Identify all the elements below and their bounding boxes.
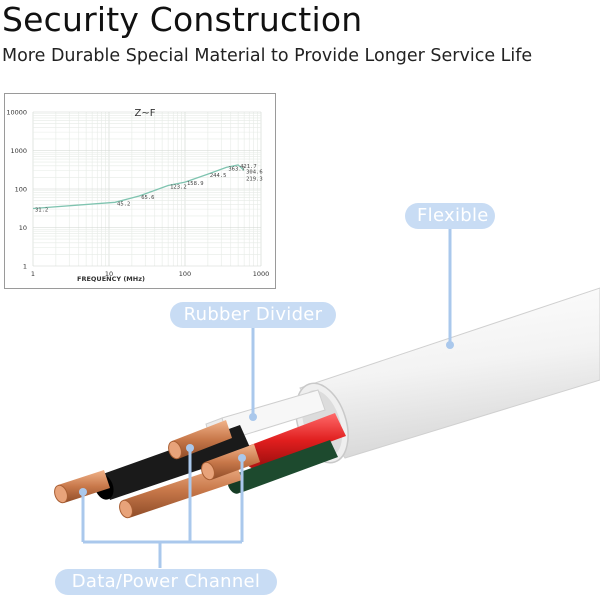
impedance-chart: Z~F 10000 1000 100 10 1 1 10 100 1000 FREQUENCY… xyxy=(4,93,276,289)
chart-x-axis-label: FREQUENCY (MHz) xyxy=(77,275,145,283)
page-subtitle: More Durable Special Material to Provide… xyxy=(2,46,533,66)
chart-data-label: 123.2 xyxy=(170,185,187,191)
chart-grid-horizontal xyxy=(33,111,261,267)
chart-y-ticks: 10000 1000 100 10 1 xyxy=(6,109,27,271)
callout-dots xyxy=(79,341,454,496)
chart-data-label: 65.6 xyxy=(141,195,154,201)
chart-y-tick-label: 100 xyxy=(15,186,27,194)
page-title: Security Construction xyxy=(2,0,363,39)
rubber-divider-callout: Rubber Divider xyxy=(170,302,336,328)
chart-y-tick-label: 1 xyxy=(23,263,27,271)
chart-x-tick-label: 1000 xyxy=(253,270,270,278)
chart-y-tick-label: 10000 xyxy=(6,109,27,117)
chart-x-tick-label: 1 xyxy=(31,270,35,278)
chart-x-tick-label: 100 xyxy=(179,270,191,278)
chart-data-label: 304.6 xyxy=(246,169,263,175)
chart-data-label: 363.7 xyxy=(228,166,245,172)
chart-series-line xyxy=(32,164,245,210)
chart-x-ticks: 1 10 100 1000 xyxy=(31,270,269,278)
chart-data-label: 219.3 xyxy=(246,176,263,182)
chart-data-label: 421.7 xyxy=(240,164,257,170)
chart-x-tick-label: 10 xyxy=(105,270,113,278)
chart-data-label: 158.9 xyxy=(187,181,204,187)
chart-y-tick-label: 10 xyxy=(19,224,27,232)
flexible-callout: Flexible xyxy=(405,203,495,229)
impedance-chart-svg: Z~F 10000 1000 100 10 1 1 10 100 1000 FREQUENCY… xyxy=(6,108,269,283)
chart-data-label: 31.2 xyxy=(35,207,48,213)
copper-conductor-red xyxy=(201,444,260,481)
data-power-channel-callout: Data/Power Channel xyxy=(55,569,277,595)
chart-title: Z~F xyxy=(135,108,156,119)
chart-data-label: 244.5 xyxy=(210,173,227,179)
chart-data-label: 45.2 xyxy=(117,201,130,207)
chart-y-tick-label: 1000 xyxy=(10,147,27,155)
copper-conductor-top-left xyxy=(54,470,110,504)
callout-lines xyxy=(81,229,452,568)
